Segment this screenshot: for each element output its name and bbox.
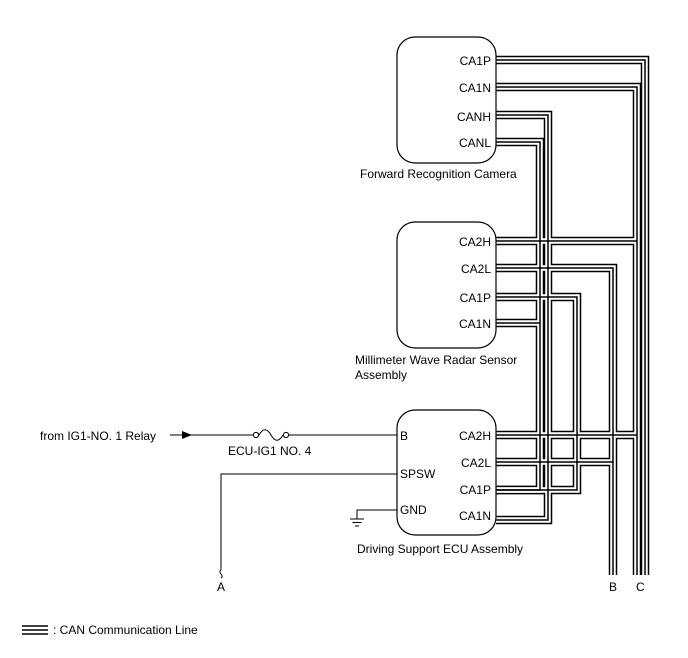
gnd-circuit xyxy=(350,509,397,527)
radar-pin-ca2l: CA2L xyxy=(461,262,491,276)
can-line-radar-ca2l-gap xyxy=(496,265,616,575)
break-mark-icon xyxy=(219,569,223,579)
ground-icon xyxy=(350,518,364,527)
can-line-radar-ca2l-core xyxy=(496,267,614,575)
power-supply-circuit: from IG1-NO. 1 Relay ECU-IG1 NO. 4 xyxy=(40,429,397,458)
ecu-pin-b: B xyxy=(400,429,408,443)
radar-pin-ca2h: CA2H xyxy=(459,235,491,249)
camera-pin-canl: CANL xyxy=(459,136,491,150)
gnd-wire xyxy=(356,509,397,519)
power-source-label: from IG1-NO. 1 Relay xyxy=(40,429,156,443)
radar-label-line1: Millimeter Wave Radar Sensor xyxy=(355,353,517,367)
can-line-camera-ca1n-core xyxy=(496,86,638,575)
can-line-camera-ca1p xyxy=(496,55,650,575)
camera-label: Forward Recognition Camera xyxy=(360,167,517,181)
millimeter-wave-radar-sensor: CA2H CA2L CA1P CA1N Millimeter Wave Rada… xyxy=(355,221,517,382)
ecu-pin-ca2h: CA2H xyxy=(459,429,491,443)
fuse-icon xyxy=(252,429,290,441)
ecu-pin-ca2l: CA2L xyxy=(461,456,491,470)
legend: : CAN Communication Line xyxy=(22,623,198,637)
ecu-label: Driving Support ECU Assembly xyxy=(357,542,523,556)
forward-recognition-camera: CA1P CA1N CANH CANL Forward Recognition … xyxy=(360,36,517,181)
radar-pin-ca1p: CA1P xyxy=(460,291,491,305)
radar-pin-ca1n: CA1N xyxy=(459,317,491,331)
ecu-pin-spsw: SPSW xyxy=(400,467,436,481)
ecu-pin-ca1n: CA1N xyxy=(459,509,491,523)
can-line-radar-ca2l xyxy=(496,263,618,575)
camera-box xyxy=(396,36,497,164)
camera-pin-ca1n: CA1N xyxy=(459,81,491,95)
can-lines xyxy=(496,55,650,575)
ecu-pin-ca1p: CA1P xyxy=(460,483,491,497)
camera-pin-canh: CANH xyxy=(457,110,491,124)
ecu-pin-gnd: GND xyxy=(400,503,427,517)
spsw-circuit: A xyxy=(217,473,397,594)
radar-label-line2: Assembly xyxy=(355,368,407,382)
ecu-box xyxy=(396,409,497,536)
fuse-label: ECU-IG1 NO. 4 xyxy=(228,444,312,458)
can-line-legend-icon xyxy=(22,625,48,635)
radar-box xyxy=(396,221,497,349)
can-line-radar-ca1p-core xyxy=(496,296,578,491)
connector-b-label: B xyxy=(609,580,617,594)
can-line-camera-canh-core xyxy=(496,114,549,521)
legend-label: : CAN Communication Line xyxy=(53,623,198,637)
connector-c-label: C xyxy=(636,580,645,594)
spsw-wire xyxy=(220,473,397,570)
arrow-right-icon xyxy=(182,431,192,439)
can-line-camera-ca1p-core xyxy=(496,59,646,575)
camera-pin-ca1p: CA1P xyxy=(460,54,491,68)
connector-a-label: A xyxy=(217,580,225,594)
driving-support-ecu: B SPSW GND CA2H CA2L CA1P CA1N Driving S… xyxy=(357,409,523,556)
can-line-camera-ca1p-gap xyxy=(496,57,648,575)
